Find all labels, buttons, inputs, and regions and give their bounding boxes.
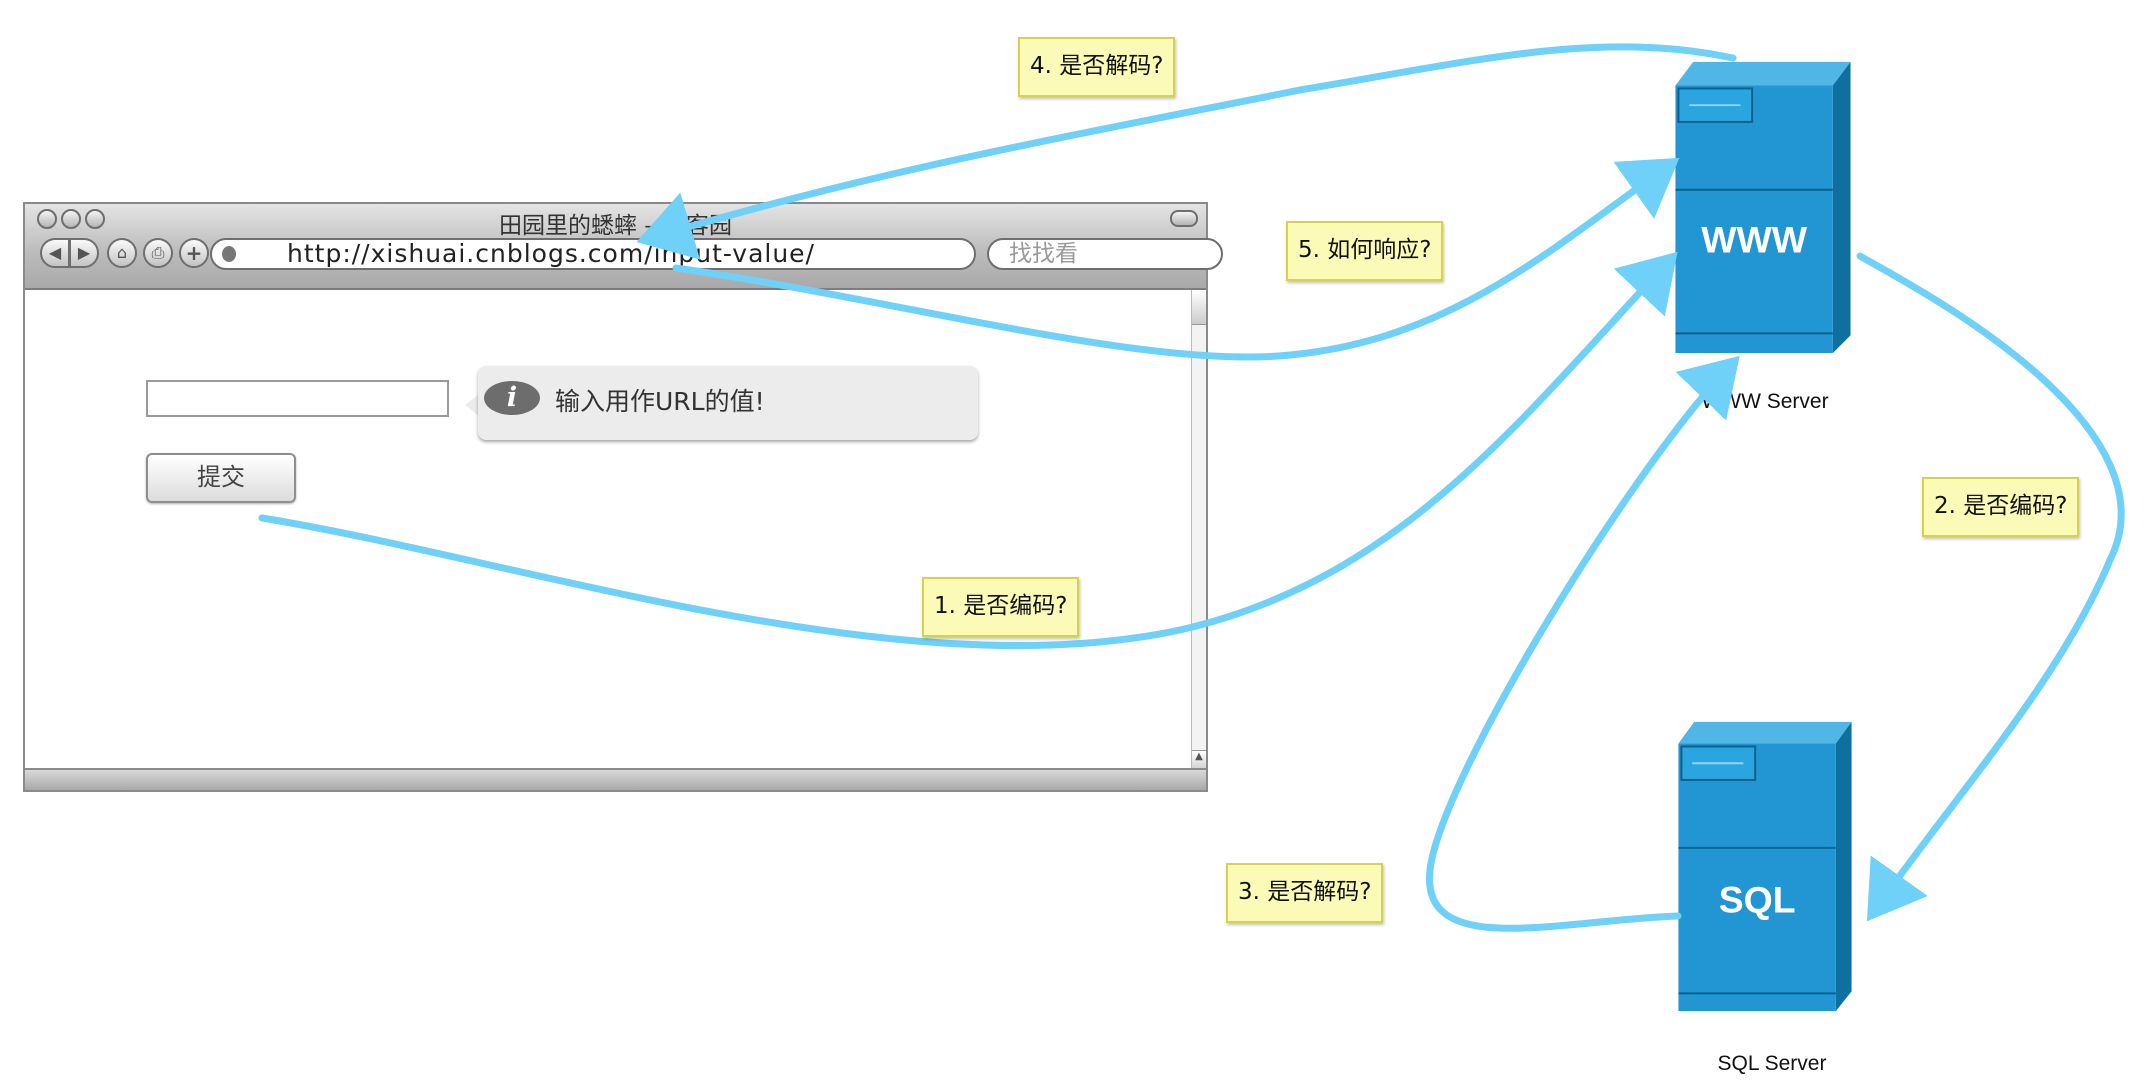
note-2: 2. 是否编码? [1922, 477, 2080, 537]
tooltip-text: 输入用作URL的值! [555, 387, 765, 416]
arrow-2 [1856, 252, 2125, 922]
sql-badge: SQL [1719, 879, 1796, 921]
home-button[interactable]: ⌂ [107, 238, 137, 268]
minimize-window-button[interactable] [61, 209, 81, 229]
forward-button[interactable]: ▶ [69, 238, 99, 268]
close-window-button[interactable] [37, 209, 57, 229]
tooltip: i 输入用作URL的值! [478, 366, 978, 440]
sql-server-icon: SQL [1678, 721, 1852, 1012]
www-badge: WWW [1701, 219, 1808, 261]
submit-button[interactable]: 提交 [146, 453, 296, 503]
note-4: 4. 是否解码? [1018, 37, 1176, 97]
note-1: 1. 是否编码? [922, 577, 1080, 637]
globe-icon [222, 246, 236, 262]
vertical-scrollbar[interactable] [1191, 290, 1206, 770]
www-server-icon: WWW [1675, 61, 1851, 354]
arrow-3 [1426, 355, 1740, 932]
info-icon: i [484, 381, 540, 415]
sql-server-label: SQL Server [1717, 1052, 1827, 1075]
arrow-4 [636, 43, 1737, 260]
value-input[interactable] [146, 380, 449, 417]
status-bar [25, 768, 1206, 790]
browser-window: 田园里的蟋蟀 – 博客园 ◀ ▶ ⌂ ⎙ + http://xishuai.cn… [23, 202, 1223, 792]
www-server: WWW [1662, 56, 1862, 360]
arrow-5 [672, 157, 1680, 361]
toolbar-toggle-button[interactable] [1170, 210, 1198, 227]
search-field[interactable]: 找找看 [987, 238, 1223, 270]
print-button[interactable]: ⎙ [143, 238, 173, 268]
note-3: 3. 是否解码? [1226, 863, 1384, 923]
scroll-arrow-icon[interactable]: ▲ [1192, 750, 1206, 771]
address-text: http://xishuai.cnblogs.com/input-value/ [287, 239, 815, 268]
maximize-window-button[interactable] [85, 209, 105, 229]
sql-server: SQL [1665, 716, 1865, 1020]
scroll-thumb[interactable] [1192, 290, 1206, 325]
address-bar[interactable]: http://xishuai.cnblogs.com/input-value/ [210, 238, 976, 270]
search-placeholder: 找找看 [1009, 241, 1078, 267]
arrow-1 [258, 251, 1678, 650]
tooltip-pointer [465, 394, 479, 416]
add-bookmark-button[interactable]: + [179, 238, 209, 268]
browser-titlebar: 田园里的蟋蟀 – 博客园 ◀ ▶ ⌂ ⎙ + http://xishuai.cn… [25, 204, 1223, 290]
note-5: 5. 如何响应? [1286, 221, 1444, 281]
